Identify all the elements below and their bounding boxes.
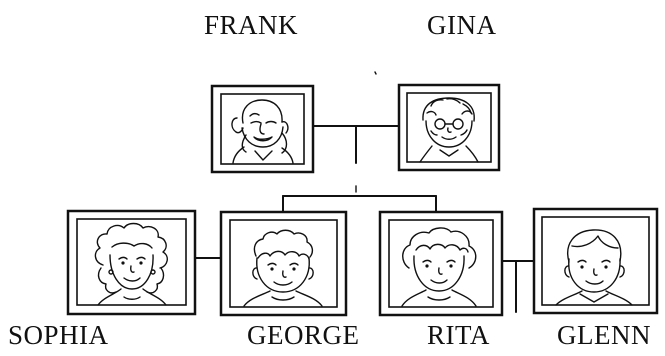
woman-wavy-hair-face-icon	[401, 227, 477, 307]
george-name-label: GEORGE	[247, 320, 360, 350]
grandmother-face-icon	[419, 97, 479, 163]
stray-mark	[374, 71, 377, 75]
woman-curly-hair-face-icon	[94, 222, 168, 306]
connector-lines	[195, 71, 534, 313]
gina-portrait	[397, 83, 501, 172]
rita-portrait	[378, 210, 504, 317]
boy-curly-hair-face-icon	[243, 229, 323, 307]
frank-portrait	[210, 84, 315, 174]
gina-name-label: GINA	[427, 10, 497, 40]
frank-name-label: FRANK	[204, 10, 299, 40]
glenn-name-label: GLENN	[557, 320, 651, 350]
sophia-name-label: SOPHIA	[8, 320, 109, 350]
grandfather-face-icon	[231, 99, 294, 164]
glenn-portrait	[532, 207, 659, 315]
sophia-portrait	[66, 209, 197, 316]
rita-name-label: RITA	[427, 320, 490, 350]
george-portrait	[219, 210, 348, 317]
man-short-hair-face-icon	[555, 229, 633, 306]
